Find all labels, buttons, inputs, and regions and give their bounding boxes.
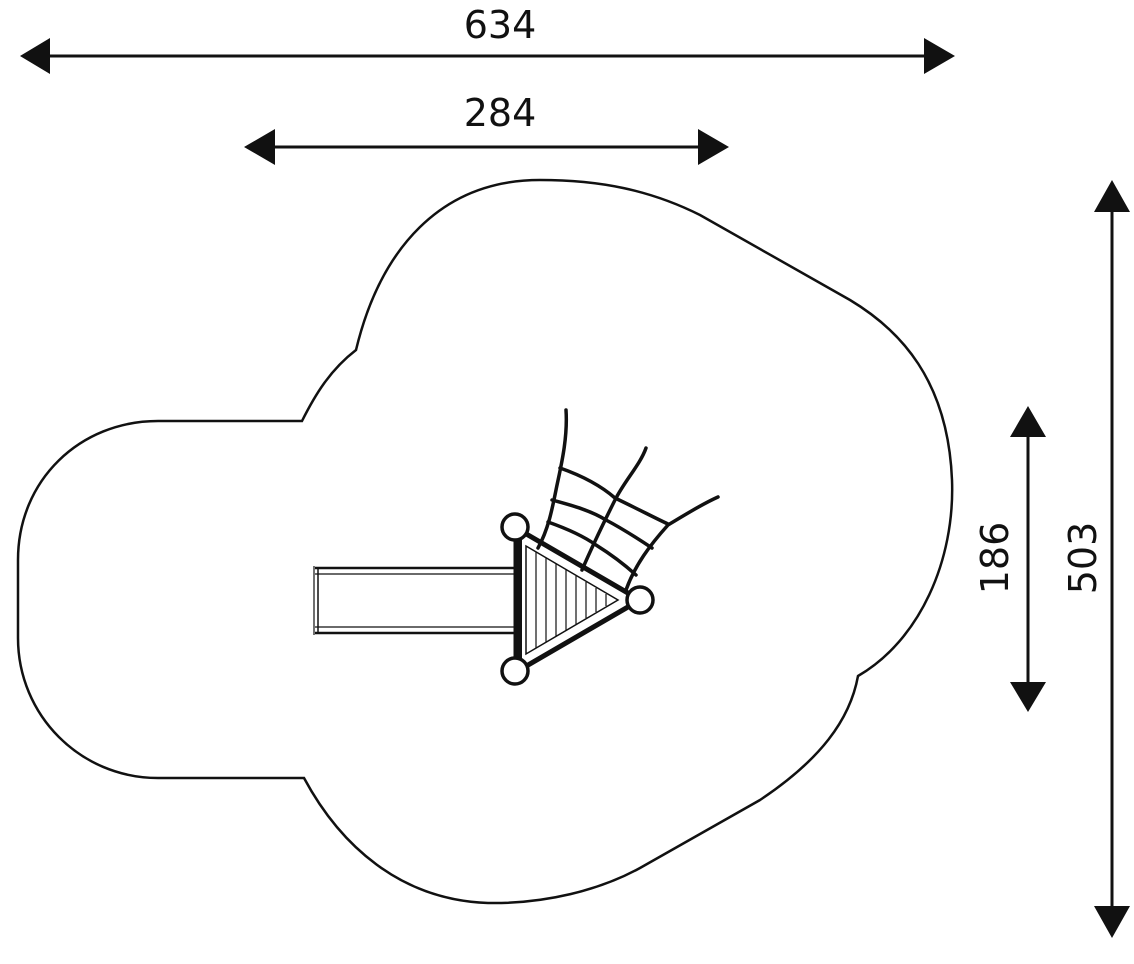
arrowhead-right-icon: [698, 129, 729, 165]
arrowhead-up-icon: [1094, 180, 1130, 212]
play-equipment: [313, 408, 720, 686]
dimension-equipment-width: 284: [244, 91, 729, 165]
equipment-width-label: 284: [464, 91, 537, 135]
climbing-net: [536, 408, 720, 592]
safety-zone-outline: [16, 178, 954, 905]
dimension-overall-width: 634: [20, 3, 955, 74]
arrowhead-down-icon: [1094, 906, 1130, 938]
dimension-overall-depth: 503: [1061, 180, 1130, 938]
overall-depth-label: 503: [1061, 522, 1105, 595]
arrowhead-up-icon: [1010, 406, 1046, 437]
slide: [313, 566, 518, 635]
arrowhead-left-icon: [20, 38, 50, 74]
post-top: [500, 512, 530, 542]
arrowhead-down-icon: [1010, 682, 1046, 712]
arrowhead-left-icon: [244, 129, 275, 165]
post-right: [625, 585, 655, 615]
triangle-platform: [513, 523, 645, 677]
post-bottom: [500, 656, 530, 686]
overall-width-label: 634: [464, 3, 537, 47]
arrowhead-right-icon: [924, 38, 955, 74]
dimension-equipment-depth: 186: [973, 406, 1046, 712]
equipment-depth-label: 186: [973, 522, 1017, 595]
